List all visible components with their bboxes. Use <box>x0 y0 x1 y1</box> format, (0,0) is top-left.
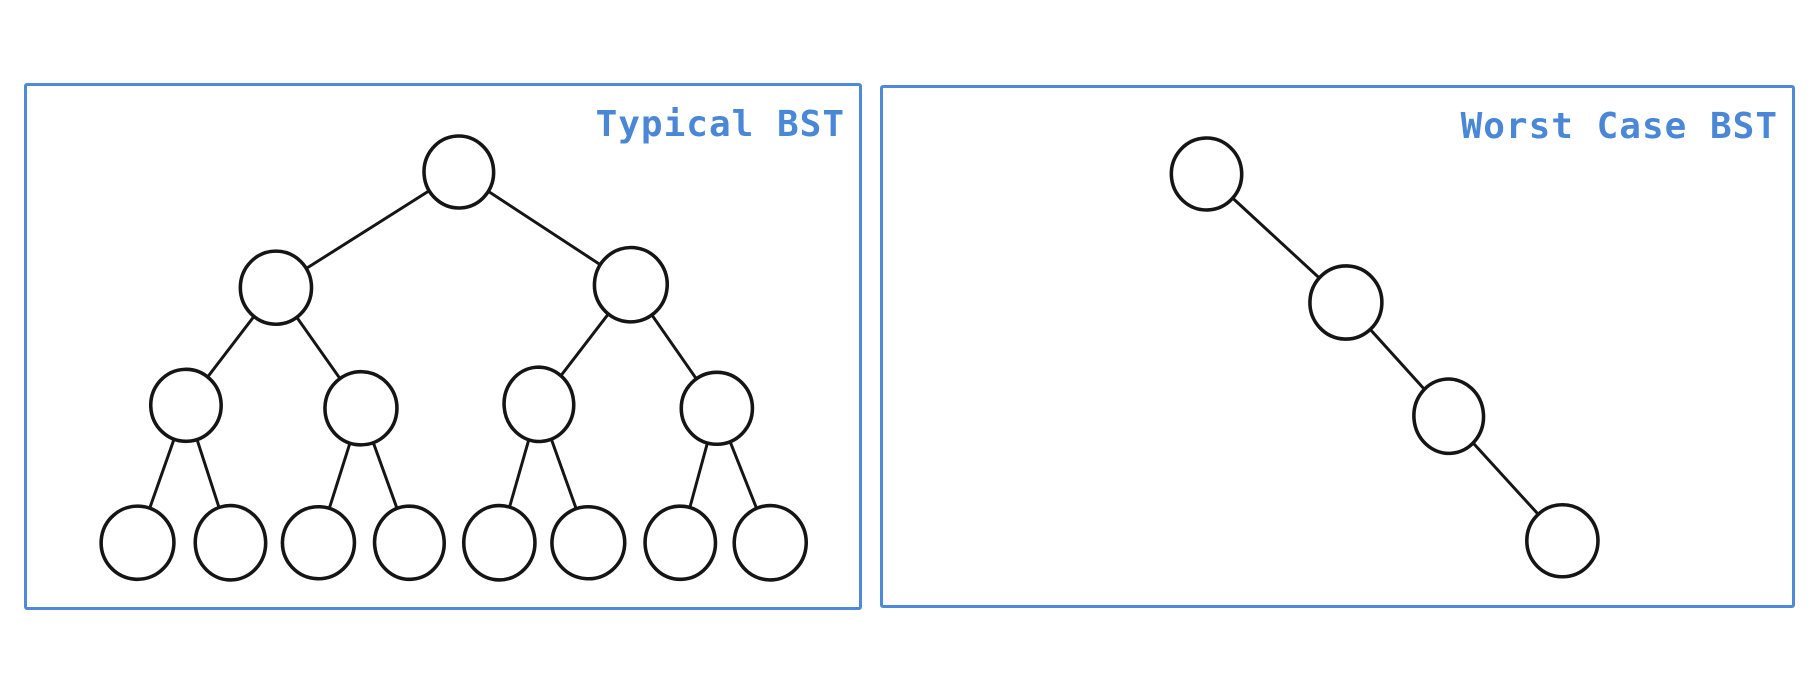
tree-node <box>502 365 576 444</box>
tree-node <box>679 370 755 447</box>
worst-case-bst-title: Worst Case BST <box>1460 106 1778 147</box>
tree-node <box>461 503 537 582</box>
tree-node <box>280 504 357 581</box>
tree-node <box>372 504 446 582</box>
tree-node <box>732 503 808 582</box>
tree-node <box>1169 136 1244 212</box>
tree-node <box>238 249 314 327</box>
tree-node <box>1308 264 1384 341</box>
tree-node <box>193 503 268 582</box>
typical-bst-tree-diagram <box>99 134 808 582</box>
tree-node <box>550 504 627 581</box>
tree-node <box>148 367 223 444</box>
typical-bst-title: Typical BST <box>595 104 845 145</box>
tree-node <box>1412 377 1486 456</box>
tree-node <box>1525 502 1600 579</box>
tree-node <box>323 369 399 447</box>
worst-case-bst-tree-diagram <box>1169 136 1600 579</box>
tree-node <box>592 245 670 324</box>
typical-bst-panel: Typical BST <box>24 83 862 610</box>
worst-case-bst-panel: Worst Case BST <box>880 85 1795 608</box>
tree-node <box>643 504 718 582</box>
tree-node <box>99 504 176 582</box>
tree-node <box>422 134 496 210</box>
